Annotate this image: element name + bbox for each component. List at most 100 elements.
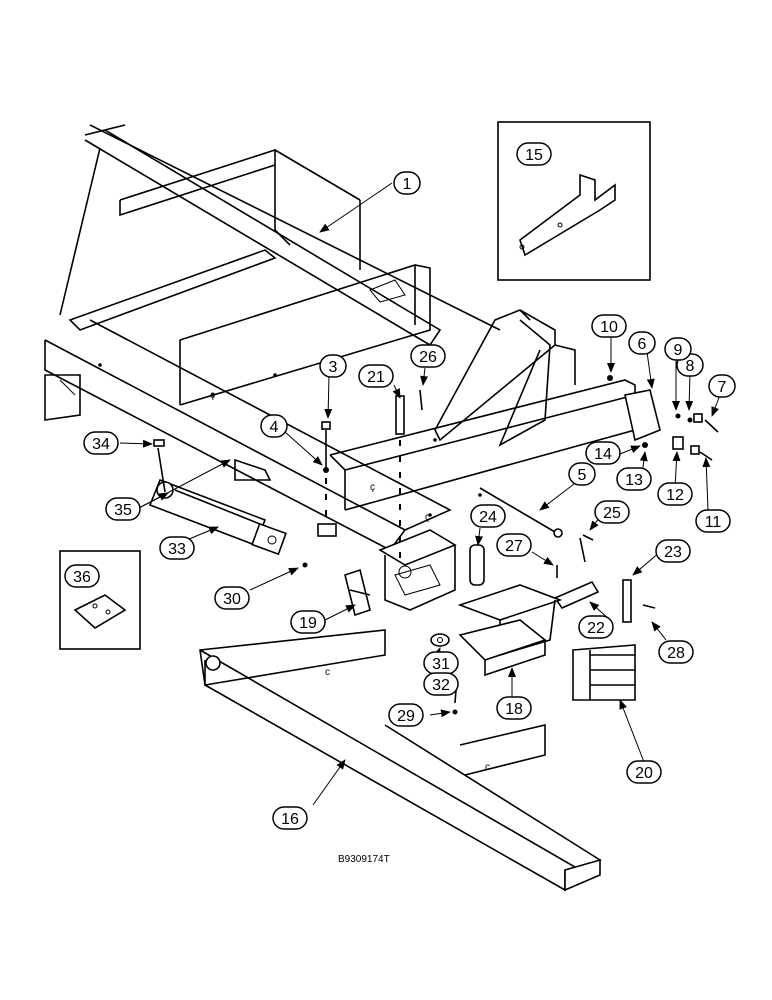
main-frame: ç ç ç: [44, 124, 661, 611]
callout-number: 16: [281, 811, 299, 828]
callout-22: 22: [578, 615, 614, 639]
callout-24: 24: [470, 504, 506, 528]
callout-14: 14: [585, 441, 621, 465]
callout-number: 27: [505, 538, 523, 555]
callout-5: 5: [568, 462, 596, 486]
svg-text:c: c: [325, 667, 330, 678]
callout-number: 8: [686, 358, 695, 375]
callout-4: 4: [260, 414, 288, 438]
callout-number: 24: [479, 509, 497, 526]
callout-number: 4: [270, 419, 279, 436]
callout-number: 12: [666, 487, 684, 504]
callout-bubble: [626, 760, 662, 784]
callout-bubble: [496, 696, 532, 720]
callout-number: 30: [223, 591, 241, 608]
callout-number: 35: [114, 502, 132, 519]
callout-35: 35: [105, 497, 141, 521]
callout-11: 11: [695, 509, 731, 533]
callout-bubble: [695, 509, 731, 533]
callout-bubble: [616, 467, 652, 491]
callout-27: 27: [496, 533, 532, 557]
inset-part-36: [59, 550, 141, 650]
callout-number: 26: [419, 349, 437, 366]
callout-number: 18: [505, 701, 523, 718]
callout-33: 33: [159, 536, 195, 560]
callout-bubble: [388, 703, 424, 727]
callout-number: 32: [432, 677, 450, 694]
callout-1: 1: [393, 171, 421, 195]
callout-number: 25: [603, 505, 621, 522]
callout-number: 3: [329, 359, 338, 376]
callout-32: 32: [423, 672, 459, 696]
callout-9: 9: [664, 337, 692, 361]
callout-26: 26: [410, 344, 446, 368]
callout-12: 12: [657, 482, 693, 506]
callout-bubble: [658, 640, 694, 664]
callout-21: 21: [358, 364, 394, 388]
inset-part-15: [497, 121, 651, 281]
callout-bubble: [496, 533, 532, 557]
svg-text:ç: ç: [370, 482, 375, 493]
callout-number: 13: [625, 472, 643, 489]
callout-bubble: [591, 314, 627, 338]
callout-bubble: [260, 414, 288, 438]
callout-number: 9: [674, 342, 683, 359]
callout-3: 3: [319, 354, 347, 378]
callout-number: 29: [397, 708, 415, 725]
callout-23: 23: [655, 539, 691, 563]
callout-bubble: [214, 586, 250, 610]
callout-bubble: [708, 374, 736, 398]
drawing-reference-code: B9309174T: [338, 854, 390, 865]
callout-19: 19: [290, 610, 326, 634]
callout-number: 36: [73, 569, 91, 586]
callout-number: 23: [664, 544, 682, 561]
callout-10: 10: [591, 314, 627, 338]
callout-number: 5: [578, 467, 587, 484]
callout-number: 31: [432, 656, 450, 673]
callout-bubble: [319, 354, 347, 378]
callout-bubble: [585, 441, 621, 465]
callout-bubble: [410, 344, 446, 368]
callout-number: 15: [525, 147, 543, 164]
callout-31: 31: [423, 651, 459, 675]
callout-34: 34: [83, 431, 119, 455]
callout-number: 14: [594, 446, 612, 463]
callout-number: 22: [587, 620, 605, 637]
callout-29: 29: [388, 703, 424, 727]
svg-text:ç: ç: [210, 390, 215, 401]
callout-6: 6: [628, 331, 656, 355]
callout-number: 21: [367, 369, 385, 386]
svg-text:c: c: [485, 762, 490, 773]
callout-bubble: [64, 564, 100, 588]
callout-bubble: [594, 500, 630, 524]
callout-bubble: [578, 615, 614, 639]
callout-number: 33: [168, 541, 186, 558]
lower-frame: c c: [199, 629, 602, 892]
callout-bubble: [423, 672, 459, 696]
callout-bubble: [568, 462, 596, 486]
callout-7: 7: [708, 374, 736, 398]
callout-28: 28: [658, 640, 694, 664]
hardware-parts: [153, 375, 719, 715]
callout-bubble: [516, 142, 552, 166]
callout-number: 7: [718, 379, 727, 396]
callout-30: 30: [214, 586, 250, 610]
callout-25: 25: [594, 500, 630, 524]
callout-bubble: [272, 806, 308, 830]
callout-number: 10: [600, 319, 618, 336]
callout-bubble: [470, 504, 506, 528]
callout-number: 19: [299, 615, 317, 632]
callout-20: 20: [626, 760, 662, 784]
callout-bubble: [664, 337, 692, 361]
callout-bubble: [290, 610, 326, 634]
callout-18: 18: [496, 696, 532, 720]
callout-number: 34: [92, 436, 110, 453]
callout-bubble: [83, 431, 119, 455]
callout-bubble: [159, 536, 195, 560]
callout-16: 16: [272, 806, 308, 830]
callout-number: 6: [638, 336, 647, 353]
callout-36: 36: [64, 564, 100, 588]
